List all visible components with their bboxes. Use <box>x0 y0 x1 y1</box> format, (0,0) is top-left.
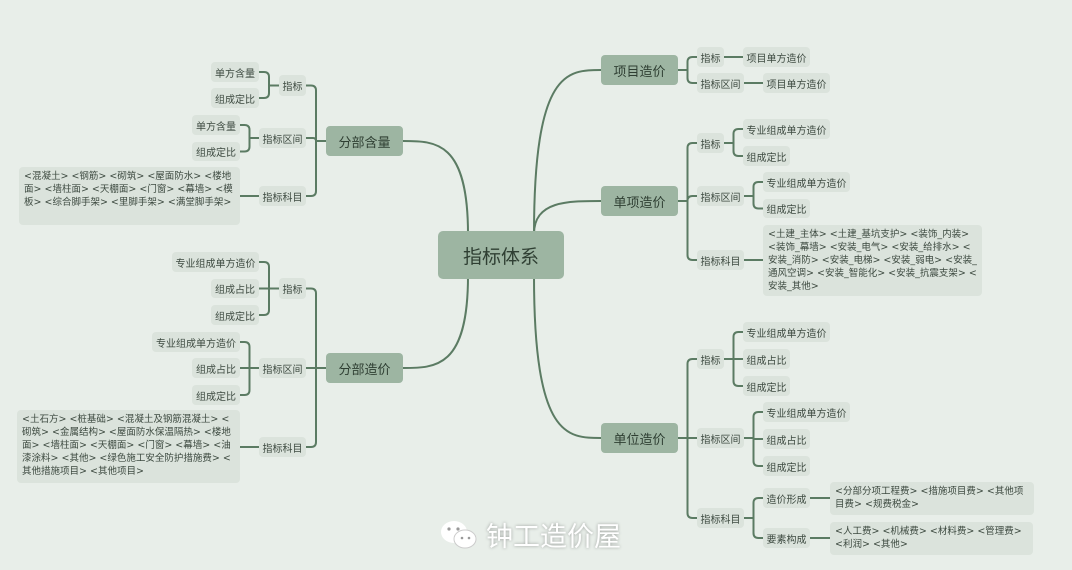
connector-line <box>744 497 763 519</box>
connector-line <box>533 275 602 439</box>
connector-line <box>240 137 259 153</box>
leaf-node[interactable]: 项目单方造价 <box>743 47 810 67</box>
connector-line <box>724 128 743 144</box>
node-zhibiao-qujian[interactable]: 指标区间 <box>697 186 744 206</box>
node-zhibiao-qujian[interactable]: 指标区间 <box>697 428 744 448</box>
wechat-icon <box>440 519 478 551</box>
node-zhibiao[interactable]: 指标 <box>697 349 724 369</box>
node-fenbu-zaojia[interactable]: 分部造价 <box>326 353 403 383</box>
node-yaosu-goucheng[interactable]: 要素构成 <box>763 528 810 548</box>
leaf-node[interactable]: 组成定比 <box>211 88 259 108</box>
connector-line <box>678 142 697 202</box>
leaf-node[interactable]: 组成定比 <box>211 305 259 325</box>
subject-list[interactable]: <人工费> <机械费> <材料费> <管理费> <利润> <其他> <box>830 522 1033 555</box>
leaf-node[interactable]: 专业组成单方造价 <box>152 332 240 352</box>
leaf-node[interactable]: 组成占比 <box>743 349 790 369</box>
subject-list[interactable]: <分部分项工程费> <措施项目费> <其他项目费> <规费税金> <box>830 482 1034 515</box>
connector-line <box>678 358 697 439</box>
node-zhibiao-kemu[interactable]: 指标科目 <box>259 437 306 457</box>
node-zhibiao-kemu[interactable]: 指标科目 <box>697 508 744 528</box>
connector-line <box>240 341 259 369</box>
connector-line <box>744 517 763 539</box>
leaf-node[interactable]: 专业组成单方造价 <box>763 402 850 422</box>
node-zhibiao[interactable]: 指标 <box>697 47 724 67</box>
connector-line <box>240 124 259 139</box>
leaf-node[interactable]: 项目单方造价 <box>763 73 830 93</box>
connector-line <box>402 275 469 369</box>
node-zhibiao[interactable]: 指标 <box>279 278 306 299</box>
node-zhibiao-qujian[interactable]: 指标区间 <box>259 358 306 378</box>
leaf-node[interactable]: 专业组成单方造价 <box>743 119 830 139</box>
subject-list[interactable]: <土石方> <桩基础> <混凝土及钢筋混凝土> <砌筑> <金属结构> <屋面防… <box>17 410 240 483</box>
connector-line <box>744 411 763 439</box>
node-fenbu-hanliang[interactable]: 分部含量 <box>326 126 403 156</box>
connector-line <box>678 56 697 71</box>
connector-line <box>678 69 697 84</box>
leaf-node[interactable]: 单方含量 <box>211 62 259 82</box>
leaf-node[interactable]: 组成定比 <box>763 456 810 476</box>
connector-line <box>259 71 279 87</box>
leaf-node[interactable]: 专业组成单方造价 <box>743 322 830 342</box>
connector-line <box>306 140 326 197</box>
leaf-node[interactable]: 组成占比 <box>192 358 240 378</box>
connector-line <box>306 287 326 369</box>
subject-list[interactable]: <土建_主体> <土建_基坑支护> <装饰_内装> <装饰_幕墙> <安装_电气… <box>763 225 982 296</box>
leaf-node[interactable]: 专业组成单方造价 <box>172 252 259 272</box>
connector-line <box>678 200 697 261</box>
connector-line <box>259 84 279 99</box>
node-zhibiao-kemu[interactable]: 指标科目 <box>697 250 744 270</box>
node-zhibiao[interactable]: 指标 <box>697 133 724 153</box>
node-xiangmu-zaojia[interactable]: 项目造价 <box>601 55 678 85</box>
connector-line <box>744 195 763 210</box>
connector-line <box>259 261 279 290</box>
leaf-node[interactable]: 组成定比 <box>743 376 790 396</box>
leaf-node[interactable]: 组成定比 <box>192 385 240 405</box>
connector-line <box>724 142 743 157</box>
node-zhibiao-kemu[interactable]: 指标科目 <box>259 186 306 206</box>
connector-line <box>533 200 602 235</box>
connector-line <box>533 69 602 235</box>
node-danxiang-zaojia[interactable]: 单项造价 <box>601 186 678 216</box>
leaf-node[interactable]: 组成定比 <box>743 146 790 166</box>
connector-line <box>744 437 763 467</box>
connector-line <box>402 140 469 235</box>
connector-line <box>678 437 697 519</box>
connector-line <box>724 331 743 360</box>
watermark-text: 钟工造价屋 <box>486 522 621 553</box>
connector-line <box>306 84 326 142</box>
subject-list[interactable]: <混凝土> <钢筋> <砌筑> <屋面防水> <楼地面> <墙柱面> <天棚面>… <box>19 167 240 225</box>
node-danwei-zaojia[interactable]: 单位造价 <box>601 423 678 453</box>
leaf-node[interactable]: 组成定比 <box>763 199 810 218</box>
node-zhibiao-qujian[interactable]: 指标区间 <box>697 73 744 93</box>
connector-line <box>259 287 279 316</box>
connector-line <box>744 181 763 197</box>
connector-line <box>724 358 743 387</box>
node-zaojia-xingcheng[interactable]: 造价形成 <box>763 488 810 508</box>
connector-line <box>240 367 259 396</box>
root-node[interactable]: 指标体系 <box>438 231 564 279</box>
leaf-node[interactable]: 组成占比 <box>763 429 810 449</box>
leaf-node[interactable]: 组成定比 <box>192 142 240 161</box>
node-zhibiao[interactable]: 指标 <box>279 75 306 96</box>
leaf-node[interactable]: 组成占比 <box>211 279 259 298</box>
leaf-node[interactable]: 单方含量 <box>192 115 240 135</box>
node-zhibiao-qujian[interactable]: 指标区间 <box>259 128 306 148</box>
leaf-node[interactable]: 专业组成单方造价 <box>763 172 850 192</box>
watermark: 钟工造价屋 <box>440 515 621 554</box>
connector-line <box>306 367 326 448</box>
